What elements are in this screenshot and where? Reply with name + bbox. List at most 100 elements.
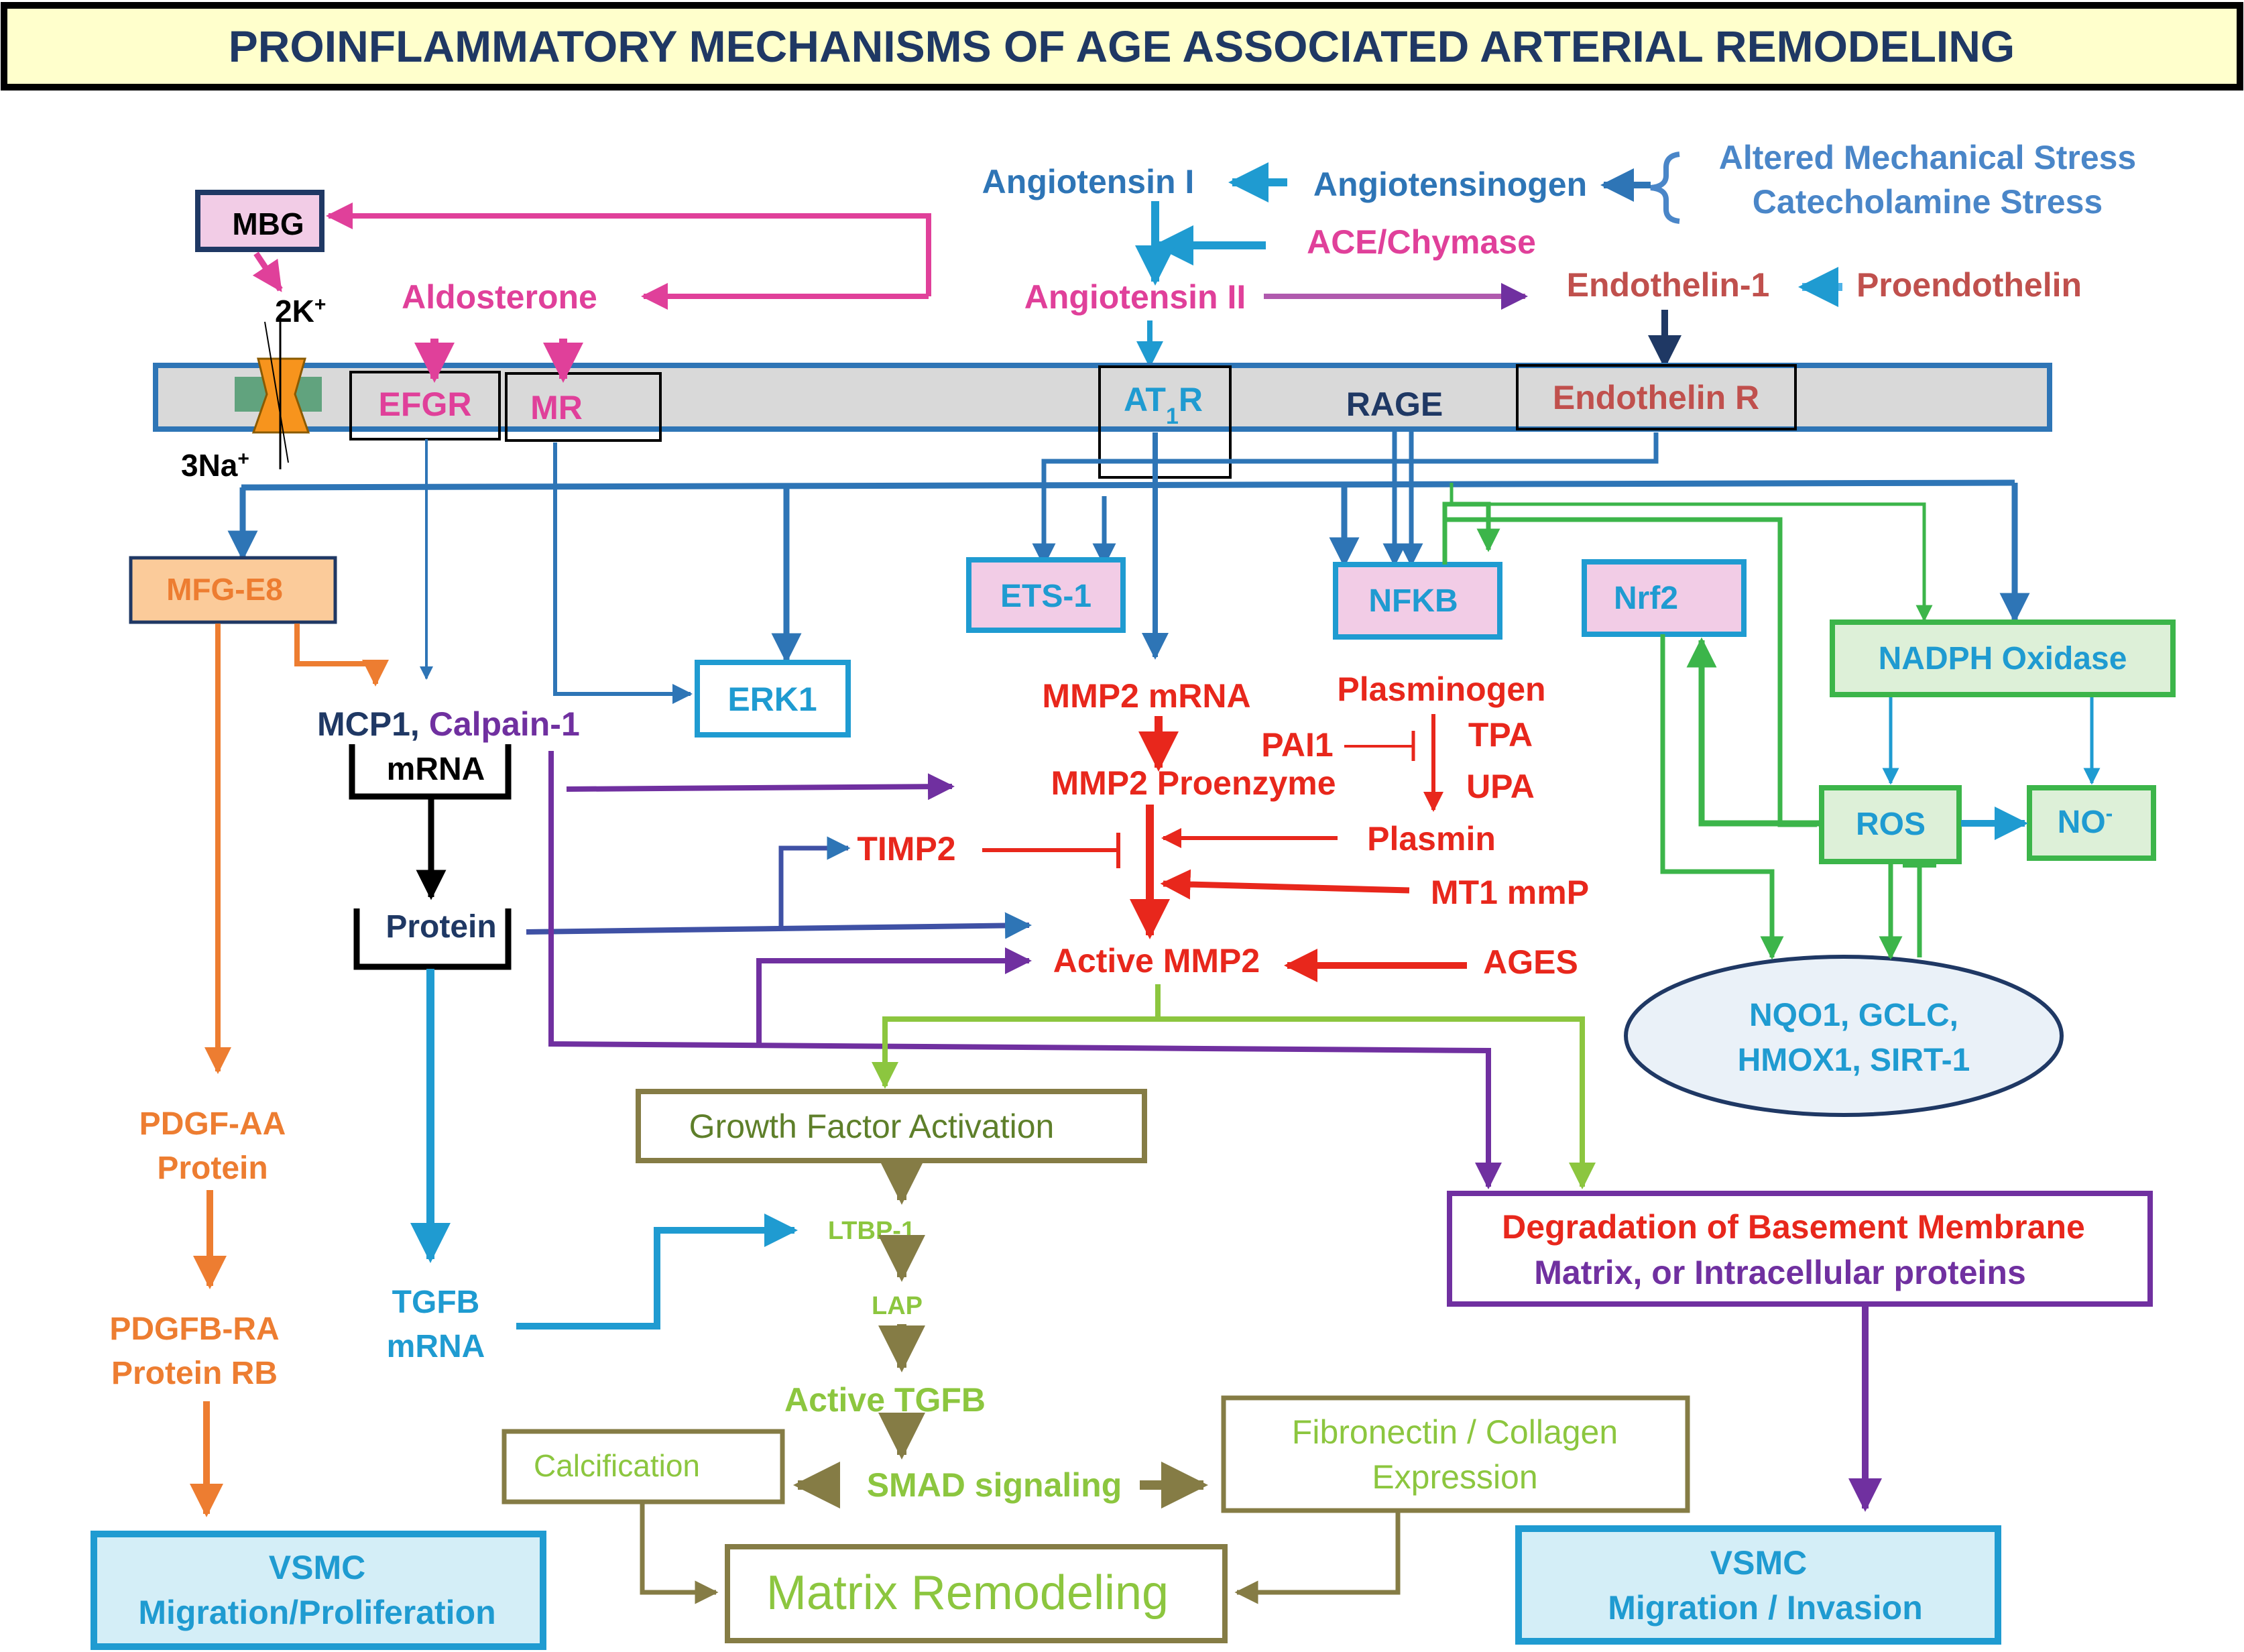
growth-factor-label: Growth Factor Activation (689, 1108, 1055, 1145)
nadph-oxidase-node: NADPH Oxidase (1830, 620, 2176, 697)
arrow-calpain-to-proenzyme (566, 773, 955, 801)
arrow-mfg-e8-to-mcp1 (294, 624, 389, 687)
upa-label: UPA (1466, 768, 1535, 805)
fibronectin-line-1: Fibronectin / Collagen (1292, 1413, 1618, 1451)
arrow-active-mmp2-to-degradation (1158, 1016, 1596, 1189)
tpa-label: TPA (1468, 716, 1533, 754)
nqo1-ellipse: NQO1, GCLC, HMOX1, SIRT-1 (1624, 955, 2064, 1117)
line-calpain-to-degradation (548, 751, 1502, 1189)
vsmc-right-box: VSMC Migration / Invasion (1515, 1525, 2001, 1645)
matrix-remodeling-box: Matrix Remodeling (725, 1544, 1228, 1643)
no-label: NO- (2058, 801, 2113, 840)
nrf2-label: Nrf2 (1614, 581, 1678, 616)
angiotensin-i: Angiotensin I (982, 163, 1195, 200)
plasmin-label: Plasmin (1367, 820, 1496, 858)
proenzyme-label: MMP2 Proenzyme (1051, 764, 1336, 802)
degradation-box: Degradation of Basement Membrane Matrix,… (1447, 1191, 2153, 1307)
diagram-title: PROINFLAMMATORY MECHANISMS OF AGE ASSOCI… (229, 21, 2015, 71)
arrow-ros-to-nrf2 (1686, 637, 1822, 827)
growth-factor-box: Growth Factor Activation (636, 1089, 1147, 1163)
smad-label: SMAD signaling (867, 1466, 1122, 1504)
mbg-node: MBG (195, 190, 324, 252)
calcification-box: Calcification (501, 1429, 785, 1504)
arrow-nrf2-to-nqo1 (1660, 634, 1784, 960)
pdgfb-line-2: Protein RB (111, 1356, 278, 1391)
arrow-protein-to-active-mmp2-region (526, 912, 1032, 939)
mr-receptor: MR (505, 372, 662, 442)
arrow-nfkb-to-nrf2-loop (1442, 501, 1500, 565)
arrow-mbg-to-pump (252, 251, 283, 292)
matrix-remodeling-label: Matrix Remodeling (766, 1566, 1169, 1620)
erk1-node: ERK1 (695, 660, 851, 738)
fibronectin-box: Fibronectin / Collagen Expression (1221, 1395, 1690, 1513)
arrow-bus-to-nadph-green (1450, 483, 1933, 622)
efgr-label: EFGR (379, 386, 472, 423)
protein-bracket (353, 908, 512, 970)
ros-node: ROS (1819, 785, 1962, 864)
mcp1-calpain-label: MCP1, Calpain-1 (317, 705, 580, 743)
no-node: NO- (2027, 785, 2156, 861)
ace-chymase: ACE/Chymase (1307, 223, 1536, 261)
mrna-label: mRNA (387, 752, 485, 787)
angiotensinogen: Angiotensinogen (1313, 166, 1587, 203)
arrow-protein-to-timp2 (778, 836, 851, 929)
proendothelin: Proendothelin (1856, 266, 2082, 304)
pump-k-label: 2K+ (275, 294, 326, 329)
protein-label: Protein (386, 909, 496, 945)
arrow-active-mmp2-to-gf (872, 984, 1161, 1089)
rage-label: RAGE (1346, 386, 1443, 423)
mt1-label: MT1 mmP (1431, 874, 1589, 911)
active-mmp2-label: Active MMP2 (1053, 942, 1260, 980)
ages-label: AGES (1483, 943, 1578, 981)
arrow-angiotensin-ii-to-mbg (326, 202, 931, 296)
stress-line-2: Catecholamine Stress (1753, 183, 2103, 221)
mfg-e8-node: MFG-E8 (129, 556, 337, 624)
timp2-label: TIMP2 (857, 830, 955, 868)
arrow-tgfb-to-ltbp1 (516, 1214, 798, 1330)
fibronectin-line-2: Expression (1372, 1458, 1537, 1496)
calcification-label: Calcification (534, 1448, 700, 1483)
vsmc-right-line-1: VSMC (1710, 1544, 1807, 1582)
nqo1-line-1: NQO1, GCLC, (1749, 998, 1958, 1033)
mrna-bracket (349, 744, 512, 800)
nfkb-node: NFKB (1333, 562, 1502, 640)
mr-label: MR (530, 389, 583, 426)
arrow-mt1-to-active (1160, 869, 1410, 900)
arrow-mr-to-erk1 (553, 442, 693, 704)
stress-line-1: Altered Mechanical Stress (1719, 139, 2137, 176)
lap-label: LAP (872, 1292, 923, 1320)
mfg-e8-label: MFG-E8 (166, 572, 283, 607)
ros-label: ROS (1856, 807, 1926, 842)
vsmc-right-line-2: Migration / Invasion (1608, 1589, 1922, 1627)
pdgf-aa-line-1: PDGF-AA (139, 1106, 286, 1142)
tgfb-line-1: TGFB (392, 1285, 480, 1320)
pdgfb-line-1: PDGFB-RA (109, 1311, 279, 1347)
nadph-oxidase-label: NADPH Oxidase (1879, 641, 2127, 676)
ltbp1-label: LTBP-1 (828, 1217, 915, 1245)
signal-bus (241, 479, 2015, 491)
degradation-line-1: Degradation of Basement Membrane (1502, 1208, 2085, 1246)
arrow-fibronectin-to-remodeling (1234, 1512, 1401, 1604)
ets1-label: ETS-1 (1000, 579, 1091, 614)
erk1-label: ERK1 (727, 681, 817, 718)
nfkb-label: NFKB (1368, 583, 1458, 619)
angiotensin-ii: Angiotensin II (1024, 278, 1246, 316)
tgfb-line-2: mRNA (387, 1329, 485, 1364)
pump-na-label: 3Na+ (181, 448, 249, 483)
title-banner: PROINFLAMMATORY MECHANISMS OF AGE ASSOCI… (1, 2, 2243, 91)
vsmc-left-box: VSMC Migration/Proliferation (91, 1531, 546, 1650)
pai1-label: PAI1 (1261, 726, 1333, 764)
mmp2-mrna-label: MMP2 mRNA (1042, 677, 1250, 715)
endothelin-1: Endothelin-1 (1567, 266, 1770, 304)
vsmc-left-line-2: Migration/Proliferation (138, 1594, 495, 1631)
nqo1-line-2: HMOX1, SIRT-1 (1738, 1043, 1970, 1078)
pdgf-aa-line-2: Protein (157, 1150, 268, 1186)
ets1-node: ETS-1 (966, 557, 1126, 633)
arrow-calpain-to-active-mmp2 (756, 947, 1032, 1044)
at1r-receptor: AT1R (1098, 365, 1232, 479)
endothelin-r-label: Endothelin R (1553, 379, 1759, 416)
stress-brace (1650, 152, 1680, 224)
line-endothelin-r-to-ets1 (1032, 432, 1659, 567)
active-tgfb-label: Active TGFB (784, 1381, 986, 1419)
mbg-label: MBG (232, 206, 304, 241)
